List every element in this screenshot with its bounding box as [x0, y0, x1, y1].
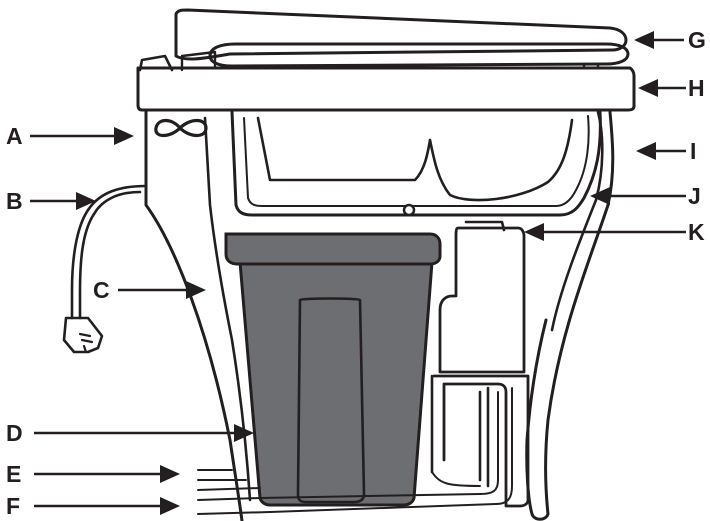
seat-ring-latch — [582, 62, 600, 70]
seat-ring — [208, 42, 630, 68]
power-plug-icon — [62, 316, 104, 354]
label-j: J — [688, 183, 701, 209]
arrow-h — [638, 79, 658, 97]
seat-base-plate — [136, 66, 636, 112]
arrow-b — [76, 192, 96, 210]
label-c: C — [93, 277, 110, 303]
label-h: H — [688, 75, 705, 101]
arrow-c — [186, 281, 206, 299]
hopper-inner-line — [243, 115, 590, 207]
arrow-g — [634, 31, 654, 49]
callouts — [30, 31, 686, 515]
waste-bin-inner-panel — [296, 297, 366, 504]
arrow-d — [234, 424, 254, 442]
label-a: A — [6, 123, 23, 149]
seat-bracket-left — [138, 54, 174, 72]
label-i: I — [690, 138, 696, 164]
liquid-bottle — [438, 226, 526, 374]
waste-bin — [238, 260, 434, 507]
label-g: G — [688, 27, 706, 53]
plug-prongs — [78, 332, 94, 354]
toilet-illustration — [62, 8, 636, 521]
arrow-j — [590, 187, 610, 205]
diverter-chute — [256, 116, 574, 202]
front-panel-inner-wall — [203, 116, 252, 502]
hinge-pin — [402, 203, 416, 217]
floor-rail-e — [197, 469, 481, 491]
arrow-e — [160, 465, 180, 483]
hopper-basin — [230, 110, 602, 217]
label-d: D — [6, 420, 23, 446]
lid — [174, 8, 628, 61]
arrow-f — [160, 497, 180, 515]
label-b: B — [6, 188, 23, 214]
label-e: E — [6, 461, 21, 487]
arrow-i — [636, 142, 656, 160]
liquid-bottle-tray — [432, 374, 530, 508]
waste-bin-lid-rim — [224, 232, 442, 266]
fan-vent-icon — [154, 118, 208, 138]
arrow-a — [114, 127, 134, 145]
callout-labels: A B C D E F G H I J K — [6, 27, 706, 519]
liquid-bottle-base — [430, 374, 490, 488]
label-k: K — [688, 219, 705, 245]
floor-rail-f — [197, 387, 513, 515]
label-f: F — [6, 493, 20, 519]
right-leg-inner — [550, 110, 604, 332]
arrow-k — [524, 223, 544, 241]
power-cord — [70, 184, 148, 320]
